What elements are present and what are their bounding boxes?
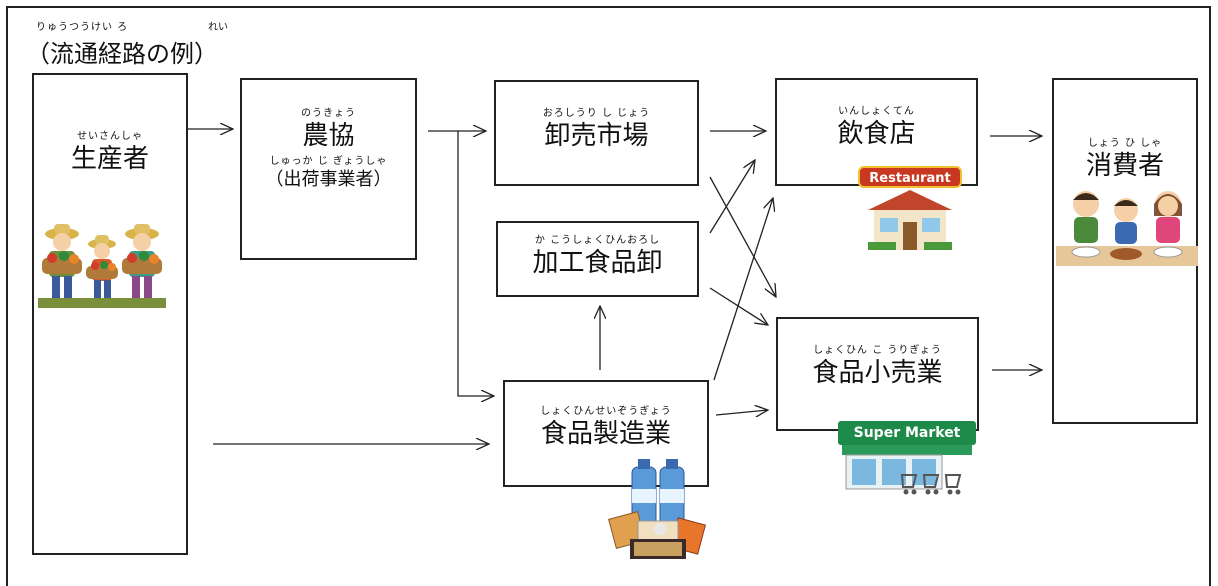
restaurant-sign: Restaurant [858, 166, 962, 188]
node-processed-wholesale: か こうしょくひんおろし 加工食品卸 [496, 221, 699, 297]
processed-wholesale-ruby: か こうしょくひんおろし [534, 235, 661, 246]
ja-sub-ruby: しゅっか じ ぎょうしゃ [269, 156, 388, 167]
producer-ruby: せいさんしゃ [77, 131, 143, 142]
arrow-processed-to-retail [709, 287, 768, 325]
arrow-split-to-manufacturer [457, 131, 494, 396]
retail-label: 食品小売業 [812, 358, 943, 388]
supermarket-sign: Super Market [838, 421, 976, 445]
ja-label: 農協 [302, 121, 355, 151]
title-ruby-2: れい [208, 22, 228, 33]
arrow-manufacturer-to-restaurant [713, 198, 773, 381]
arrow-market-to-retail [709, 176, 776, 297]
supermarket-illustration: Super Market [838, 421, 976, 501]
consumer-ruby: しょう ひ しゃ [1087, 138, 1163, 149]
diagram-title: （流通経路の例） [26, 40, 218, 68]
consumer-label: 消費者 [1085, 151, 1164, 181]
node-wholesale-market: おろしうり し じょう 卸売市場 [494, 80, 699, 186]
producer-label: 生産者 [70, 144, 149, 174]
diagram-frame [6, 6, 1211, 586]
arrow-manufacturer-to-retail [715, 410, 768, 415]
flow-arrows [186, 0, 1218, 572]
processed-foods-illustration [608, 459, 707, 559]
family-eating-illustration [1056, 191, 1198, 266]
ja-sub-label: （出荷事業者） [265, 169, 392, 190]
node-retail: しょくひん こ うりぎょう 食品小売業 [776, 317, 979, 431]
manufacturer-label: 食品製造業 [540, 419, 671, 449]
manufacturer-ruby: しょくひんせいぞうぎょう [540, 406, 672, 417]
arrow-processed-to-restaurant [709, 160, 755, 234]
wholesale-market-label: 卸売市場 [544, 121, 649, 151]
restaurant-label: 飲食店 [837, 119, 916, 149]
restaurant-ruby: いんしょくてん [838, 106, 915, 117]
node-producer: せいさんしゃ 生産者 [32, 73, 188, 555]
wholesale-market-ruby: おろしうり し じょう [542, 108, 651, 119]
title-ruby: りゅうつうけい ろ [36, 22, 129, 33]
retail-ruby: しょくひん こ うりぎょう [813, 345, 942, 356]
farmers-illustration [38, 224, 166, 308]
processed-wholesale-label: 加工食品卸 [532, 248, 663, 278]
ja-ruby: のうきょう [301, 108, 356, 119]
restaurant-illustration: Restaurant [858, 166, 962, 254]
node-ja: のうきょう 農協 しゅっか じ ぎょうしゃ （出荷事業者） [240, 78, 417, 260]
